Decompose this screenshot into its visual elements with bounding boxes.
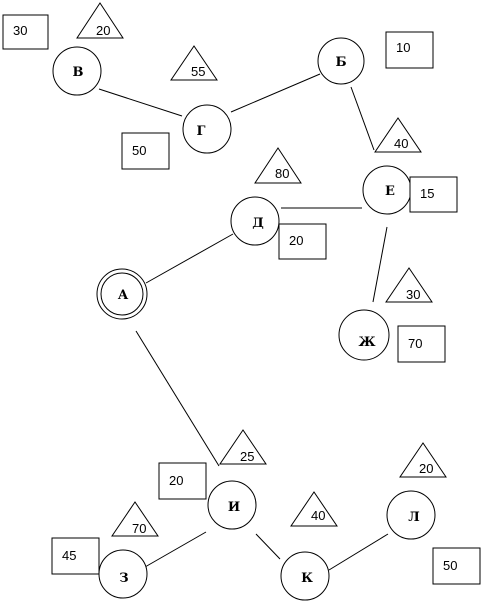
edge-e-zh — [372, 226, 388, 303]
node-zh[interactable]: Ж — [338, 309, 390, 361]
triangle-v-top: 20 — [76, 2, 124, 39]
edge-a-i — [135, 330, 220, 467]
svg-text:В: В — [73, 65, 84, 80]
svg-text:Ж: Ж — [358, 335, 375, 350]
svg-text:Е: Е — [385, 184, 395, 199]
node-i[interactable]: И — [207, 480, 257, 530]
svg-text:45: 45 — [62, 548, 76, 563]
svg-text:30: 30 — [13, 23, 27, 38]
box-v: 30 — [2, 14, 49, 50]
triangle-i-z: 70 — [111, 501, 159, 537]
box-i: 20 — [158, 462, 207, 500]
edge-g-b — [230, 73, 321, 113]
box-d: 20 — [278, 223, 327, 260]
svg-text:55: 55 — [191, 64, 205, 79]
box-zh: 70 — [397, 325, 446, 363]
svg-text:15: 15 — [420, 186, 434, 201]
svg-text:40: 40 — [311, 508, 325, 523]
triangle-a-i: 25 — [219, 429, 267, 465]
edge-k-l — [328, 533, 389, 571]
svg-text:20: 20 — [289, 233, 303, 248]
box-l: 50 — [432, 547, 481, 585]
svg-text:И: И — [228, 500, 240, 515]
triangle-v-g: 55 — [170, 45, 218, 81]
svg-text:50: 50 — [132, 143, 146, 158]
node-e[interactable]: Е — [362, 165, 412, 215]
triangle-d-e: 80 — [254, 147, 302, 184]
box-z: 45 — [51, 537, 100, 575]
svg-text:80: 80 — [275, 166, 289, 181]
svg-text:З: З — [119, 571, 128, 586]
svg-text:Д: Д — [252, 216, 264, 231]
edge-v-g — [98, 88, 183, 117]
svg-text:Г: Г — [197, 124, 206, 139]
edge-i-k — [255, 533, 281, 560]
node-z[interactable]: З — [98, 549, 148, 599]
node-d[interactable]: Д — [230, 196, 280, 246]
triangle-l-top: 20 — [399, 442, 447, 478]
box-e: 15 — [409, 176, 458, 213]
svg-text:20: 20 — [169, 473, 183, 488]
triangle-i-k: 40 — [290, 491, 338, 527]
svg-text:К: К — [301, 571, 313, 586]
edge-a-d — [145, 233, 234, 284]
edge-i-z — [144, 531, 207, 568]
edge-b-e — [350, 86, 375, 151]
box-g: 50 — [121, 132, 170, 170]
svg-text:25: 25 — [240, 449, 254, 464]
node-g[interactable]: Г — [182, 104, 232, 154]
box-b: 10 — [385, 31, 434, 69]
node-b[interactable]: Б — [317, 37, 365, 85]
svg-text:20: 20 — [96, 23, 110, 38]
svg-text:А: А — [118, 288, 129, 303]
svg-text:10: 10 — [396, 40, 410, 55]
svg-text:50: 50 — [443, 558, 457, 573]
svg-text:30: 30 — [406, 287, 420, 302]
triangle-b-e: 40 — [374, 117, 422, 153]
svg-text:20: 20 — [419, 461, 433, 476]
node-a[interactable]: А — [96, 268, 148, 320]
node-v[interactable]: В — [52, 46, 102, 96]
node-l[interactable]: Л — [386, 490, 436, 540]
node-k[interactable]: К — [280, 551, 330, 601]
svg-text:Б: Б — [335, 55, 346, 70]
svg-text:70: 70 — [132, 521, 146, 536]
svg-text:Л: Л — [408, 510, 420, 525]
svg-text:70: 70 — [408, 336, 422, 351]
svg-text:40: 40 — [394, 136, 408, 151]
triangle-e-zh: 30 — [385, 267, 433, 303]
